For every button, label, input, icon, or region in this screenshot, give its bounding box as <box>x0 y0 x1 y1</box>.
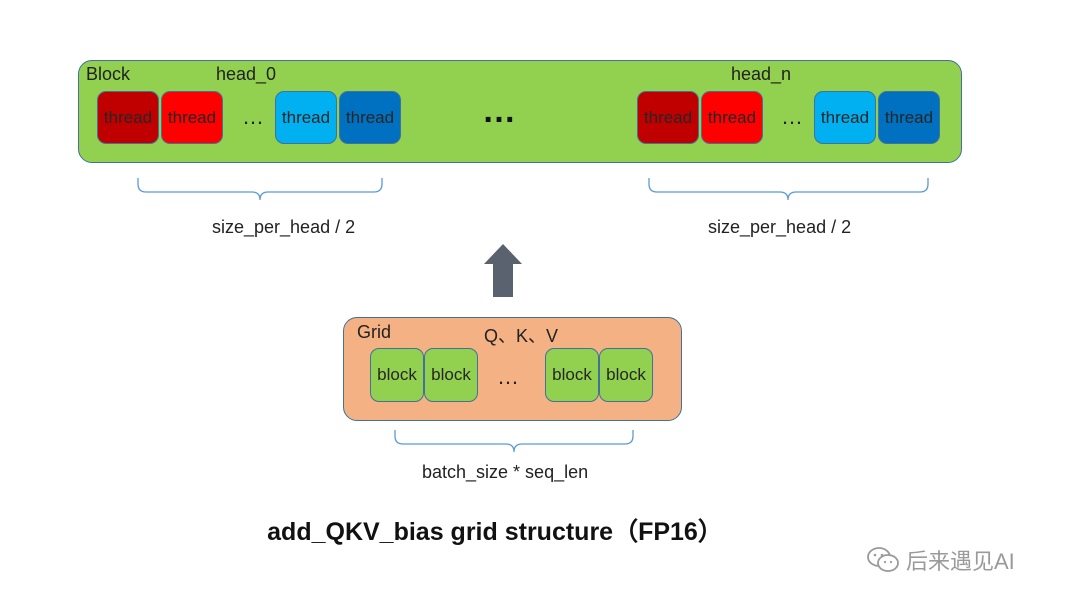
thread-head0-3: thread <box>275 91 337 144</box>
thread-headn-4: thread <box>878 91 940 144</box>
brace-headn <box>648 178 929 201</box>
thread-ellipsis-head0: … <box>242 104 265 129</box>
thread-head0-2: thread <box>161 91 223 144</box>
thread-headn-1: thread <box>637 91 699 144</box>
brace-grid <box>394 430 634 453</box>
head0-label: head_0 <box>216 64 277 84</box>
qkv-label: Q、K、V <box>484 326 559 346</box>
up-arrow-icon <box>484 244 522 297</box>
thread-head0-4: thread <box>339 91 401 144</box>
watermark-text: 后来遇见AI <box>906 549 1015 574</box>
diagram-title: add_QKV_bias grid structure（FP16） <box>267 518 723 546</box>
grid-size-label: batch_size * seq_len <box>422 462 589 482</box>
grid-block-1: block <box>370 348 424 402</box>
head0-size-label: size_per_head / 2 <box>212 217 356 237</box>
watermark: 后来遇见AI <box>866 544 1015 576</box>
grid-label: Grid <box>357 322 392 342</box>
grid-block-2: block <box>424 348 478 402</box>
thread-headn-3: thread <box>814 91 876 144</box>
brace-head0 <box>137 178 383 201</box>
grid-ellipsis: … <box>497 364 520 389</box>
headn-label: head_n <box>731 64 792 84</box>
heads-ellipsis: … <box>482 92 519 130</box>
grid-block-4: block <box>599 348 653 402</box>
grid-block-3: block <box>545 348 599 402</box>
wechat-icon <box>867 547 899 572</box>
thread-headn-2: thread <box>701 91 763 144</box>
thread-head0-1: thread <box>97 91 159 144</box>
thread-ellipsis-headn: … <box>781 104 804 129</box>
block-label: Block <box>86 64 131 84</box>
headn-size-label: size_per_head / 2 <box>708 217 852 237</box>
